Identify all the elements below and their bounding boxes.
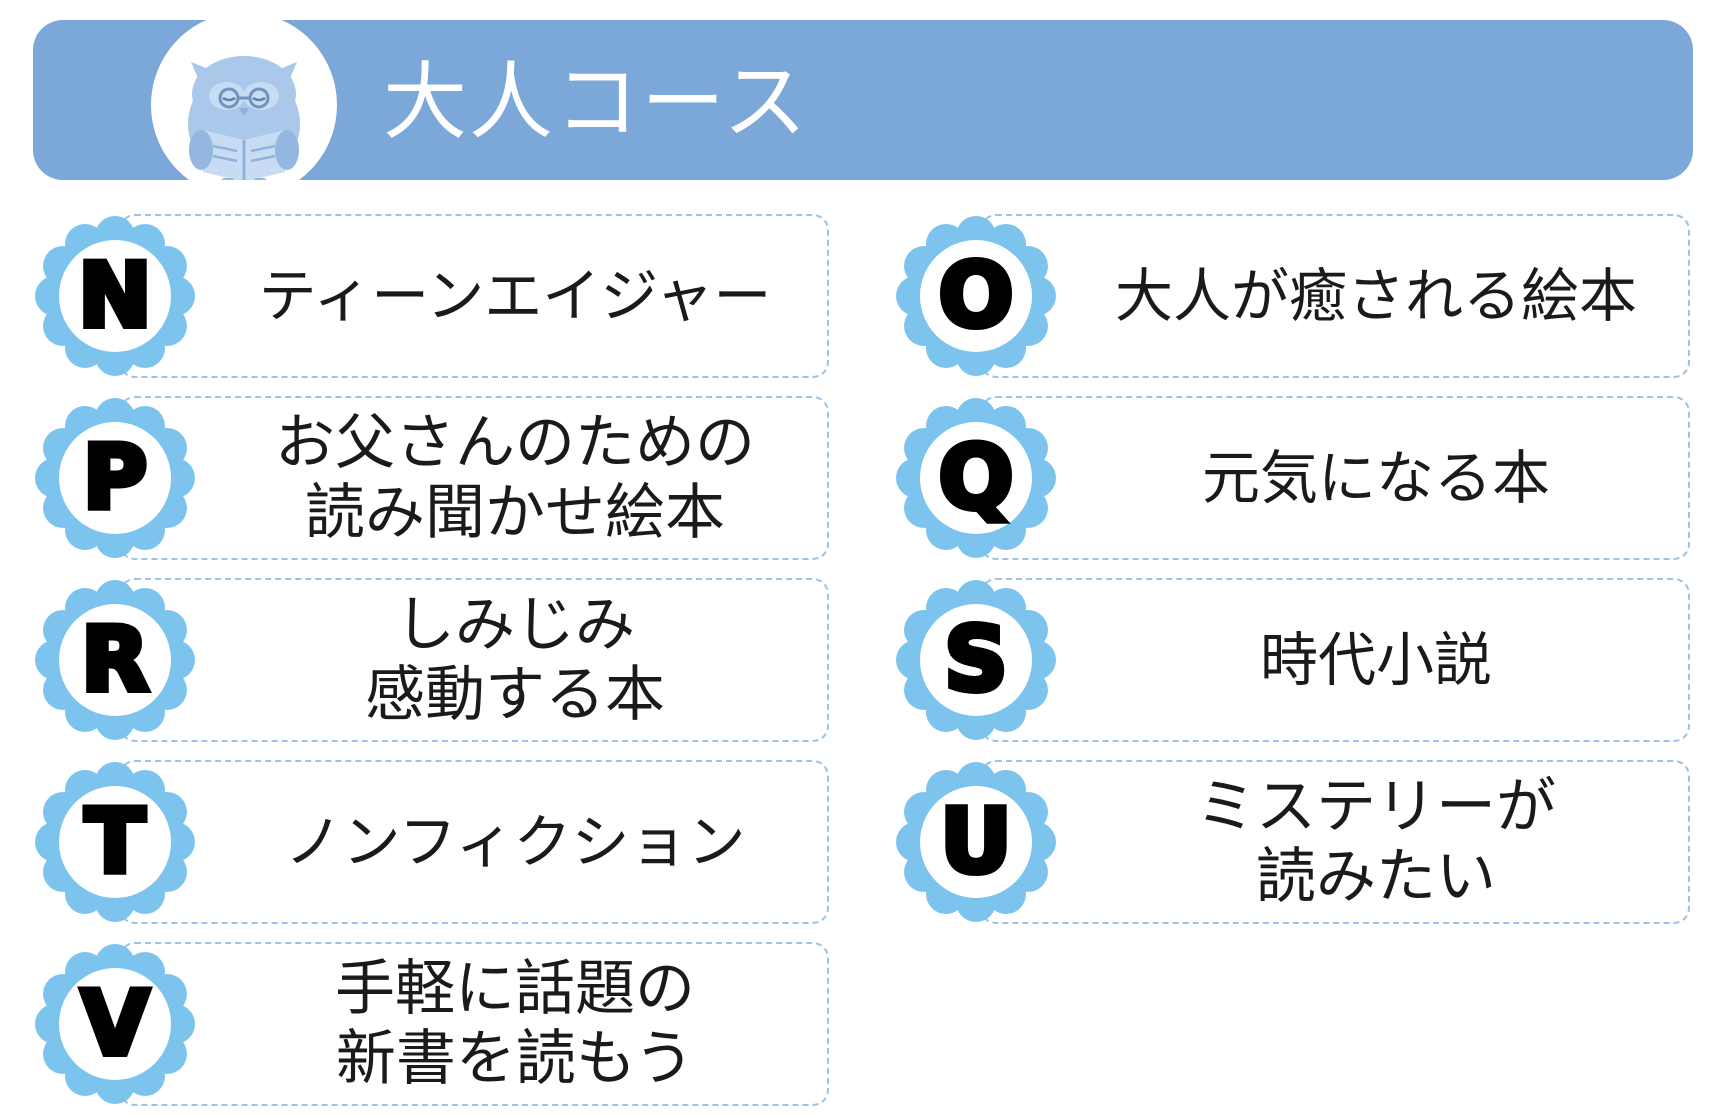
course-title-line: ティーンエイジャー: [258, 262, 772, 330]
course-title: 手軽に話題の新書を読もう: [209, 942, 821, 1106]
flower-badge-shape: [896, 398, 1056, 558]
course-title-line: 新書を読もう: [335, 1024, 695, 1094]
flower-badge-shape: [896, 216, 1056, 376]
page-title: 大人コース: [383, 53, 809, 151]
flower-badge-shape: [896, 580, 1056, 740]
course-card-n[interactable]: N ティーンエイジャー: [33, 214, 829, 378]
course-title: お父さんのための読み聞かせ絵本: [209, 396, 821, 560]
owl-logo: [151, 20, 337, 180]
course-title: ノンフィクション: [209, 760, 821, 924]
course-title-line: 手軽に話題の: [335, 954, 695, 1024]
course-letter: U: [937, 787, 1014, 896]
card-frame: [980, 760, 1690, 924]
course-card-v[interactable]: V 手軽に話題の新書を読もう: [33, 942, 829, 1106]
card-frame: [119, 578, 829, 742]
course-title-line: ミステリーが: [1196, 772, 1556, 842]
course-title-line: ノンフィクション: [284, 808, 746, 876]
course-letter-badge: T: [33, 760, 197, 924]
course-letter: T: [82, 787, 148, 896]
card-frame: [119, 760, 829, 924]
course-title: 時代小説: [1070, 578, 1682, 742]
course-letter-badge: P: [33, 396, 197, 560]
course-card-t[interactable]: T ノンフィクション: [33, 760, 829, 924]
course-header: 大人コース: [33, 20, 1693, 180]
flower-badge-shape: [35, 580, 195, 740]
course-letter-badge: S: [894, 578, 1058, 742]
course-title-line: しみじみ: [395, 590, 635, 660]
course-card-s[interactable]: S 時代小説: [894, 578, 1690, 742]
course-title: ミステリーが読みたい: [1070, 760, 1682, 924]
course-title-line: 読みたい: [1256, 842, 1496, 912]
course-letter-badge: V: [33, 942, 197, 1106]
card-frame: [980, 396, 1690, 560]
course-letter: S: [941, 605, 1010, 714]
course-letter: Q: [936, 423, 1017, 532]
card-frame: [119, 942, 829, 1106]
flower-badge-shape: [896, 762, 1056, 922]
card-frame: [119, 396, 829, 560]
course-card-o[interactable]: O 大人が癒される絵本: [894, 214, 1690, 378]
course-letter: R: [78, 605, 152, 714]
course-title: 元気になる本: [1070, 396, 1682, 560]
flower-badge-shape: [35, 944, 195, 1104]
course-card-q[interactable]: Q 元気になる本: [894, 396, 1690, 560]
flower-badge-shape: [35, 216, 195, 376]
course-letter: P: [80, 423, 151, 532]
course-title: ティーンエイジャー: [209, 214, 821, 378]
course-letter-badge: N: [33, 214, 197, 378]
course-letter-badge: O: [894, 214, 1058, 378]
course-letter: N: [75, 241, 155, 350]
course-card-u[interactable]: U ミステリーが読みたい: [894, 760, 1690, 924]
course-title: 大人が癒される絵本: [1070, 214, 1682, 378]
course-letter-badge: R: [33, 578, 197, 742]
course-title-line: 時代小説: [1259, 626, 1492, 694]
card-frame: [980, 214, 1690, 378]
course-title-line: 読み聞かせ絵本: [305, 478, 725, 548]
course-letter: V: [78, 969, 152, 1078]
card-frame: [980, 578, 1690, 742]
course-card-r[interactable]: R しみじみ感動する本: [33, 578, 829, 742]
course-letter-badge: Q: [894, 396, 1058, 560]
course-letter-badge: U: [894, 760, 1058, 924]
course-title-line: 元気になる本: [1201, 444, 1550, 512]
course-title-line: 大人が癒される絵本: [1114, 262, 1637, 330]
flower-badge-shape: [35, 398, 195, 558]
course-card-p[interactable]: P お父さんのための読み聞かせ絵本: [33, 396, 829, 560]
owl-reading-icon: [188, 56, 300, 180]
course-title: しみじみ感動する本: [209, 578, 821, 742]
course-title-line: お父さんのための: [275, 408, 755, 478]
course-title-line: 感動する本: [365, 660, 665, 730]
flower-badge-shape: [35, 762, 195, 922]
course-letter: O: [936, 241, 1017, 350]
